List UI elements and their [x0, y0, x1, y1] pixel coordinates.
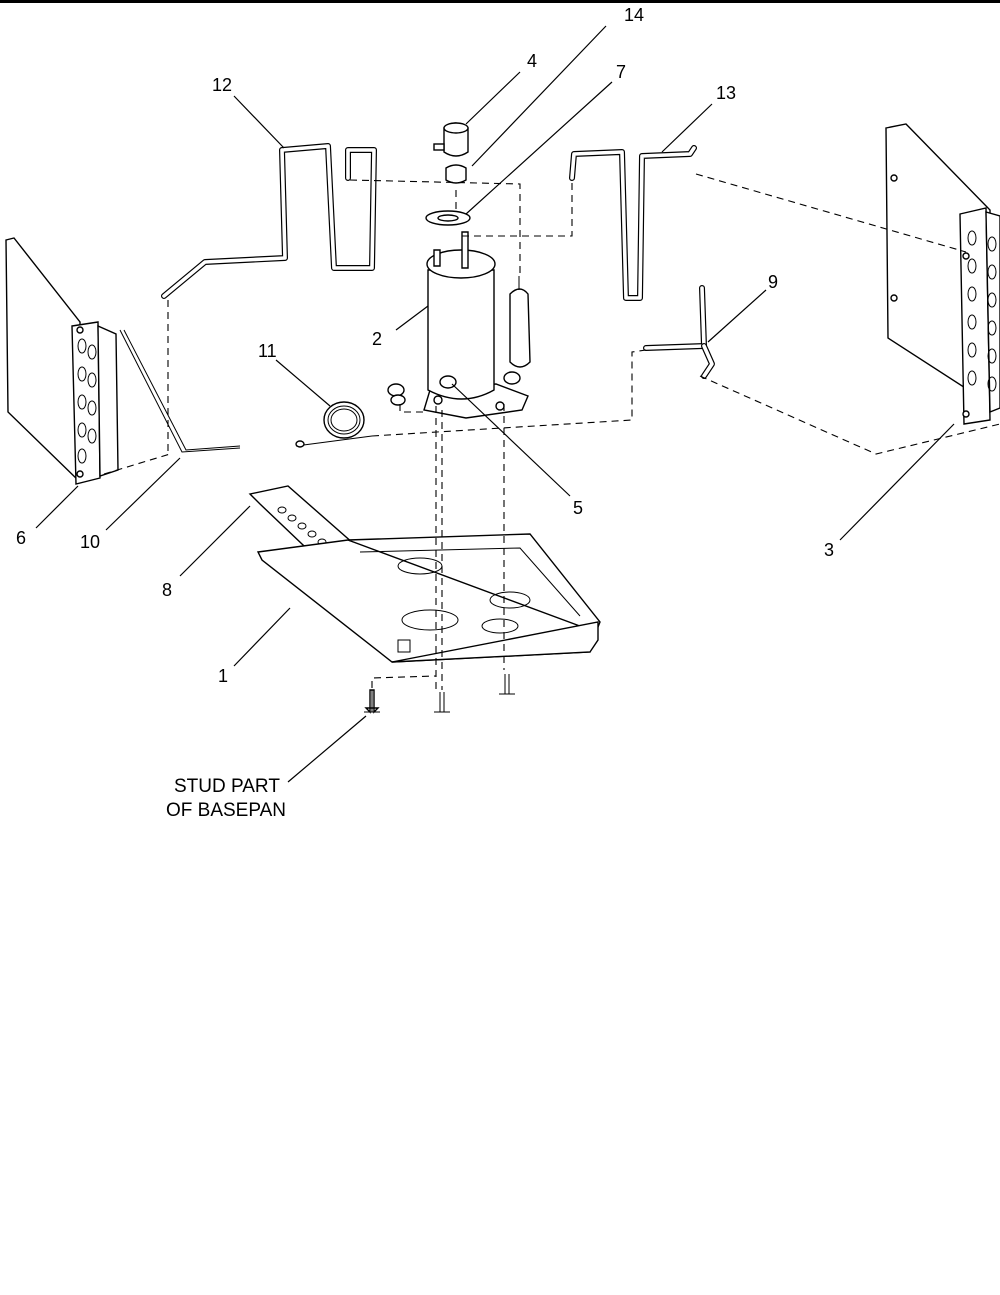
callout-13: 13 [716, 83, 736, 103]
callout-9: 9 [768, 272, 778, 292]
callout-4: 4 [527, 51, 537, 71]
gasket-part-7 [425, 210, 471, 226]
stud-note-line-1: STUD PART [174, 776, 280, 797]
capillary-coil-part-11 [323, 401, 365, 439]
callout-11: 11 [258, 341, 277, 361]
callout-6: 6 [16, 528, 26, 548]
terminal-cover-part-4 [433, 122, 469, 157]
callout-1: 1 [218, 666, 228, 686]
terminal-seal-part-14 [445, 164, 467, 184]
callout-10: 10 [80, 532, 100, 552]
callout-12: 12 [212, 75, 232, 95]
basepan-part-1 [256, 533, 601, 663]
callout-2: 2 [372, 329, 382, 349]
callout-5: 5 [573, 498, 583, 518]
assembly-dashed-lines [103, 173, 1000, 690]
stud-note: STUD PART OF BASEPAN [166, 776, 286, 821]
stud-center [434, 692, 450, 713]
stud-left [364, 689, 380, 714]
tube-part-12 [161, 143, 377, 299]
callout-14: 14 [624, 5, 644, 25]
tube-part-10 [119, 329, 373, 453]
compressor-part-2 [423, 231, 531, 419]
callout-labels: 14 4 7 12 13 2 9 11 5 6 10 8 1 3 [16, 5, 834, 686]
tube-part-13 [569, 145, 697, 301]
grommet-part-5 [387, 383, 406, 406]
stud-right [499, 674, 515, 695]
callout-8: 8 [162, 580, 172, 600]
callout-leaders [35, 25, 955, 783]
stud-note-line-2: OF BASEPAN [166, 800, 286, 821]
tube-part-9 [643, 285, 715, 379]
callout-3: 3 [824, 540, 834, 560]
left-coil-part-6 [5, 237, 119, 485]
right-coil-part-3 [885, 123, 1000, 425]
callout-7: 7 [616, 62, 626, 82]
